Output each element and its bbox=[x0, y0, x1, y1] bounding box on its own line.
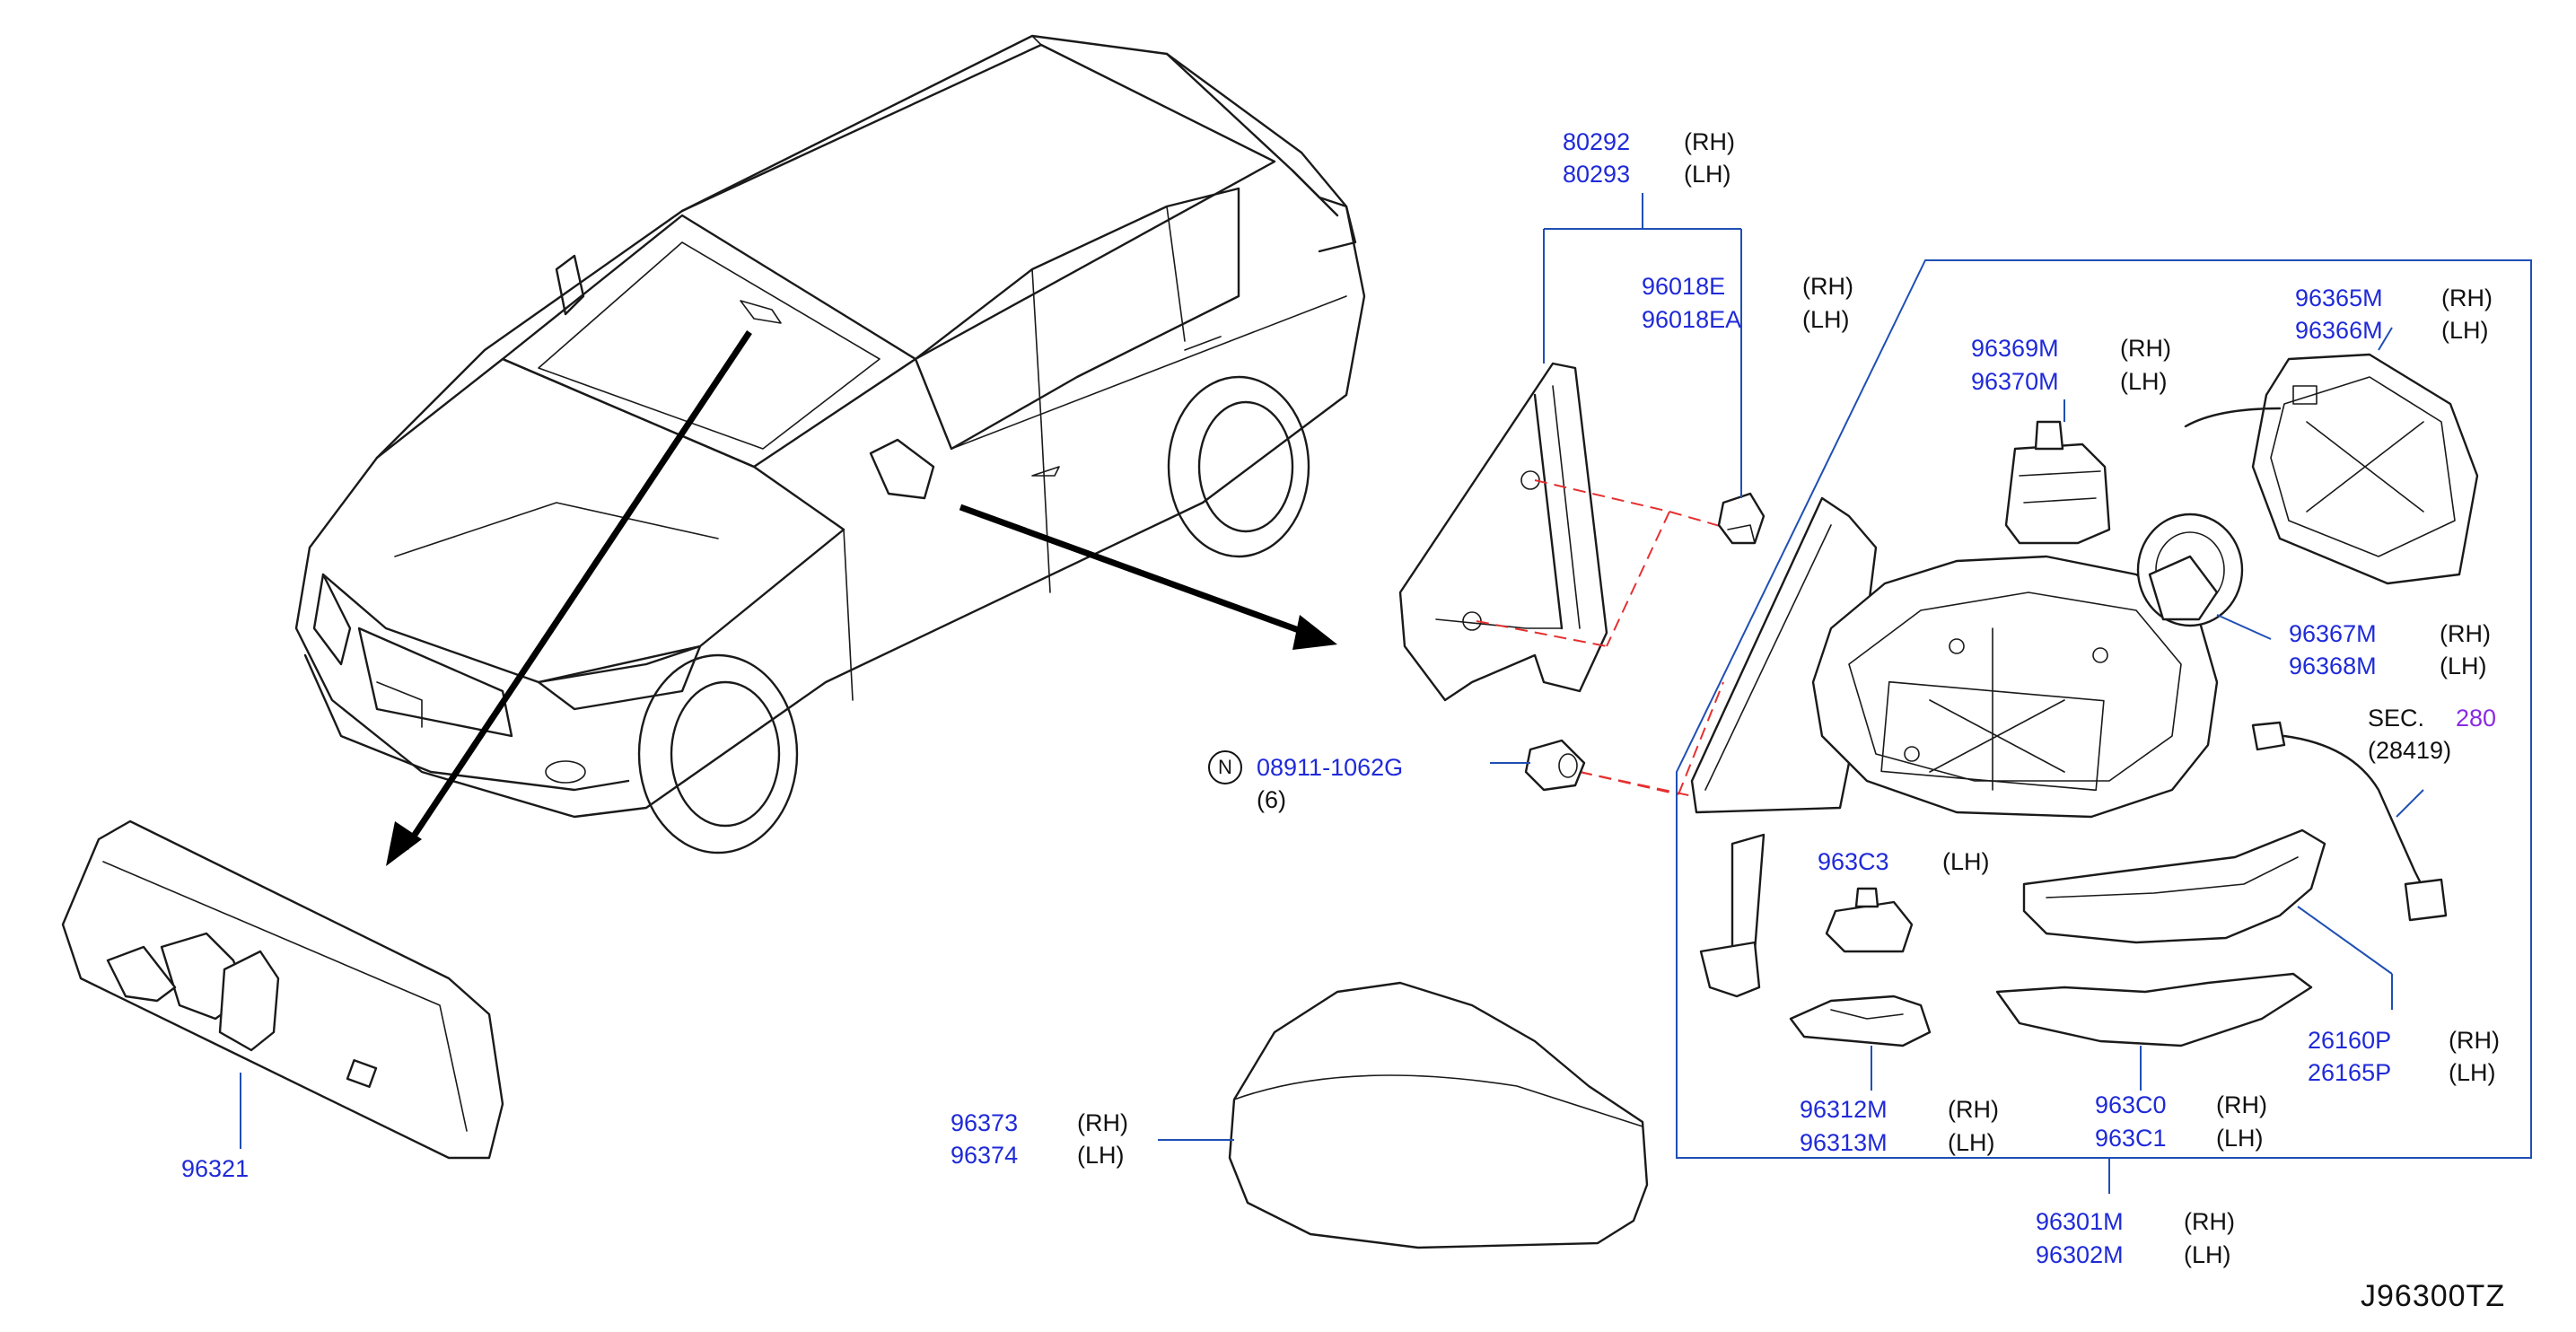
inner-mirror-illustration bbox=[61, 819, 504, 1160]
tag-finisher-rh: (RH) bbox=[1684, 128, 1735, 155]
tag-finisher-lh: (LH) bbox=[1684, 161, 1731, 188]
tag-clip-lh: (LH) bbox=[1802, 306, 1850, 333]
tag-lamp-lh: (LH) bbox=[1942, 848, 1990, 875]
puddle-cover-illustration bbox=[1789, 995, 1932, 1091]
actuator-illustration bbox=[2004, 420, 2111, 545]
tag-mirror-assy-lh: (LH) bbox=[2184, 1241, 2231, 1268]
label-nut[interactable]: 08911-1062G bbox=[1257, 754, 1404, 781]
tag-actuator-lh: (LH) bbox=[2120, 368, 2168, 395]
nut-qty: (6) bbox=[1257, 786, 1286, 813]
label-mirror-assy-lh[interactable]: 96302M bbox=[2036, 1241, 2124, 1268]
tag-actuator-rh: (RH) bbox=[2120, 335, 2171, 362]
section-number-link[interactable]: 280 bbox=[2456, 705, 2497, 732]
nut-illustration bbox=[1524, 739, 1586, 792]
label-motor-lh[interactable]: 96368M bbox=[2289, 653, 2377, 679]
callout-arrows bbox=[386, 330, 1337, 866]
glass-illustration bbox=[2184, 327, 2479, 585]
label-puddle-cover-lh[interactable]: 96313M bbox=[1800, 1129, 1888, 1156]
nut-symbol: N bbox=[1208, 750, 1242, 784]
tag-turn-lamp-rh: (RH) bbox=[2449, 1027, 2500, 1054]
label-motor-rh[interactable]: 96367M bbox=[2289, 620, 2377, 647]
label-cap-lh[interactable]: 96374 bbox=[951, 1142, 1019, 1169]
vehicle-illustration bbox=[294, 34, 1366, 854]
label-cap-rh[interactable]: 96373 bbox=[951, 1109, 1019, 1136]
tag-puddle-cover-lh: (LH) bbox=[1948, 1129, 1995, 1156]
label-glass-rh[interactable]: 96365M bbox=[2295, 285, 2383, 311]
tag-turn-lamp-lh: (LH) bbox=[2449, 1059, 2496, 1086]
label-puddle-cover-rh[interactable]: 96312M bbox=[1800, 1096, 1888, 1123]
motor-illustration bbox=[2136, 513, 2272, 640]
garnish-illustration bbox=[1995, 972, 2313, 1091]
mirror-housing-illustration bbox=[1811, 555, 2219, 819]
label-turn-lamp-rh[interactable]: 26160P bbox=[2308, 1027, 2392, 1054]
label-lamp-lh[interactable]: 963C3 bbox=[1818, 848, 1889, 875]
leader-lines bbox=[1490, 193, 2110, 1194]
tag-glass-rh: (RH) bbox=[2441, 285, 2493, 311]
tag-garnish-rh: (RH) bbox=[2216, 1091, 2267, 1118]
tag-glass-lh: (LH) bbox=[2441, 317, 2489, 344]
label-garnish-rh[interactable]: 963C0 bbox=[2095, 1091, 2167, 1118]
diagram-code: J96300TZ bbox=[2361, 1279, 2506, 1313]
tag-garnish-lh: (LH) bbox=[2216, 1125, 2264, 1152]
tag-motor-rh: (RH) bbox=[2440, 620, 2491, 647]
turn-lamp-illustration bbox=[2022, 828, 2393, 1010]
mirror-cap-illustration bbox=[1158, 981, 1649, 1249]
clip-illustration bbox=[1717, 492, 1766, 545]
tag-clip-rh: (RH) bbox=[1802, 273, 1853, 300]
assembly-frame bbox=[1676, 259, 2532, 1159]
label-clip-rh[interactable]: 96018E bbox=[1642, 273, 1726, 300]
label-glass-lh[interactable]: 96366M bbox=[2295, 317, 2383, 344]
section-sub: (28419) bbox=[2368, 737, 2452, 764]
tag-mirror-assy-rh: (RH) bbox=[2184, 1208, 2235, 1235]
harness-illustration bbox=[2251, 721, 2448, 922]
tag-motor-lh: (LH) bbox=[2440, 653, 2487, 679]
label-turn-lamp-lh[interactable]: 26165P bbox=[2308, 1059, 2392, 1086]
lamp-illustration bbox=[1825, 887, 1914, 953]
label-actuator-rh[interactable]: 96369M bbox=[1971, 335, 2059, 362]
label-finisher-lh[interactable]: 80293 bbox=[1563, 161, 1631, 188]
label-mirror-assy-rh[interactable]: 96301M bbox=[2036, 1208, 2124, 1235]
label-garnish-lh[interactable]: 963C1 bbox=[2095, 1125, 2167, 1152]
tag-puddle-cover-rh: (RH) bbox=[1948, 1096, 1999, 1123]
tag-cap-rh: (RH) bbox=[1077, 1109, 1128, 1136]
label-inner-mirror[interactable]: 96321 bbox=[181, 1155, 250, 1182]
label-actuator-lh[interactable]: 96370M bbox=[1971, 368, 2059, 395]
label-clip-lh[interactable]: 96018EA bbox=[1642, 306, 1742, 333]
section-prefix: SEC. bbox=[2368, 705, 2425, 732]
finisher-illustration bbox=[1398, 362, 1608, 702]
tag-cap-lh: (LH) bbox=[1077, 1142, 1125, 1169]
label-finisher-rh[interactable]: 80292 bbox=[1563, 128, 1631, 155]
